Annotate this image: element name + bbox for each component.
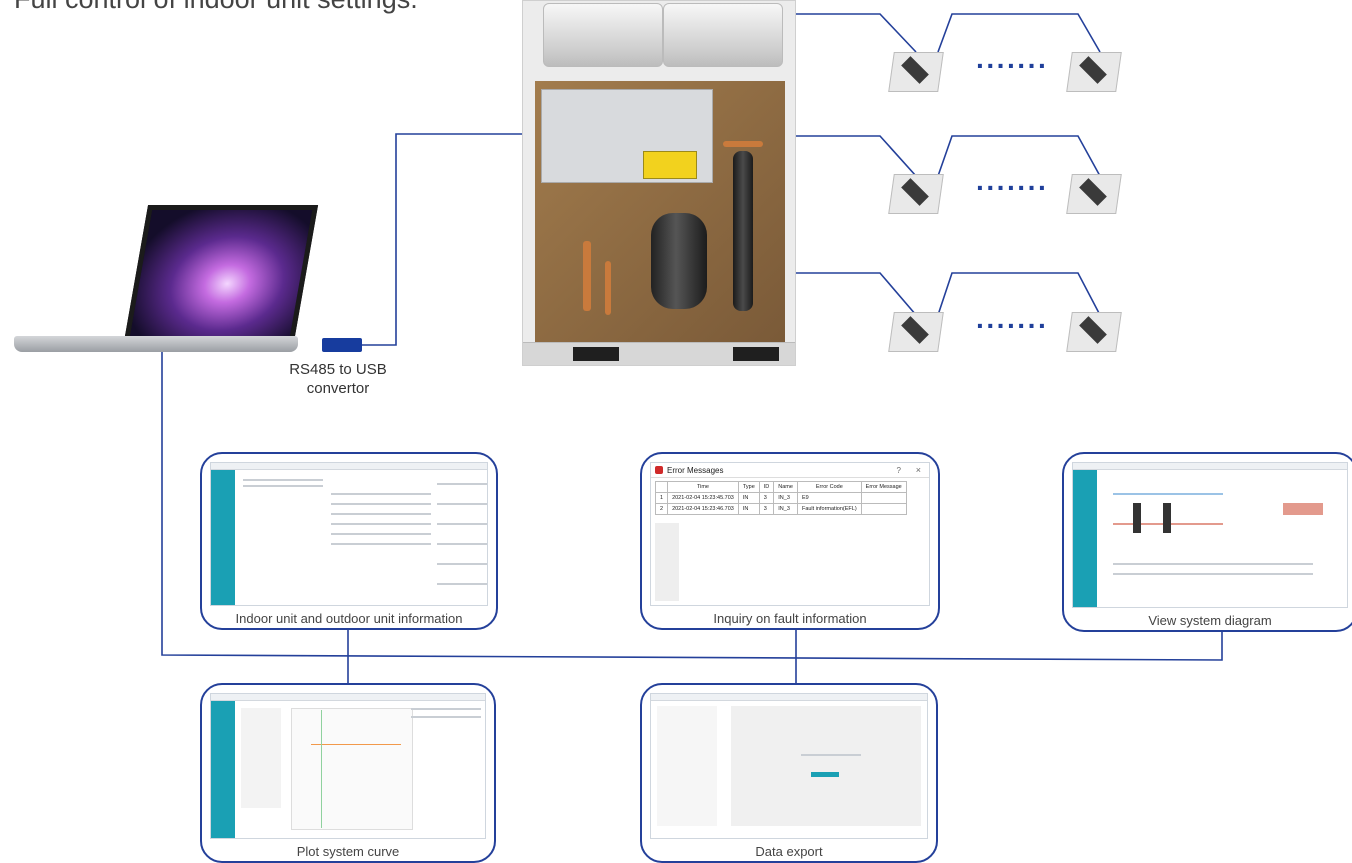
ellipsis-dots: ······· [976, 310, 1049, 341]
laptop-base [14, 336, 298, 352]
card-unit-info: Indoor unit and outdoor unit information [200, 452, 498, 630]
card-caption: Data export [755, 844, 823, 859]
base-slot [573, 347, 619, 361]
screenshot-plot-curve [210, 693, 486, 839]
indoor-cassette-unit [888, 308, 944, 354]
warning-label [643, 151, 697, 179]
card-data-export: Data export [640, 683, 938, 863]
pipe [605, 261, 611, 315]
table-cell: IN_3 [773, 503, 798, 515]
table-row[interactable]: 2 2021-02-04 15:23:46.703 IN 3 IN_3 Faul… [654, 503, 907, 515]
table-cell: 1 [654, 492, 669, 504]
page-title: Full control of indoor unit settings. [14, 0, 418, 15]
screenshot-data-export [650, 693, 928, 839]
window-title: Error Messages [667, 466, 724, 475]
ellipsis-dots: ······· [976, 172, 1049, 203]
col-header: Error Message [860, 481, 907, 493]
indoor-cassette-unit [888, 170, 944, 216]
card-caption: Inquiry on fault information [713, 611, 867, 626]
side-pane [655, 523, 679, 601]
laptop-screen [123, 205, 319, 342]
table-cell: Fault information(EFL) [796, 503, 862, 515]
card-plot-curve: Plot system curve [200, 683, 496, 863]
table-cell [860, 503, 907, 515]
table-cell: IN [737, 492, 760, 504]
base-slot [733, 347, 779, 361]
fan-left [543, 3, 663, 67]
error-messages-window: Error Messages ? × Time Type ID Name Err… [650, 462, 930, 606]
card-fault-info: Error Messages ? × Time Type ID Name Err… [640, 452, 940, 630]
col-header: ID [758, 481, 775, 493]
card-caption: Plot system curve [296, 844, 400, 859]
table-cell: 2 [654, 503, 669, 515]
col-header: Time [667, 481, 739, 493]
table-cell [860, 492, 907, 504]
converter-label: RS485 to USB convertor [278, 360, 398, 398]
screenshot-unit-info [210, 462, 488, 606]
pipe [723, 141, 763, 147]
card-system-diagram: View system diagram [1062, 452, 1352, 632]
indoor-cassette-unit [1066, 170, 1122, 216]
error-icon [655, 466, 663, 474]
indoor-cassette-unit [1066, 48, 1122, 94]
table-cell: 3 [758, 503, 775, 515]
card-caption: View system diagram [1148, 613, 1272, 628]
table-cell: 2021-02-04 15:23:46.703 [667, 503, 739, 515]
fan-right [663, 3, 783, 67]
outdoor-unit-image [522, 0, 796, 366]
screenshot-system-diagram [1072, 462, 1348, 608]
card-caption: Indoor unit and outdoor unit information [235, 611, 463, 626]
compressor [651, 213, 707, 309]
col-header: Name [773, 481, 798, 493]
table-row[interactable]: 1 2021-02-04 15:23:45.703 IN 3 IN_3 E9 [654, 492, 907, 504]
accumulator [733, 151, 753, 311]
converter-label-line1: RS485 to USB [289, 361, 387, 378]
converter-label-line2: convertor [306, 380, 370, 397]
indoor-cassette-unit [1066, 308, 1122, 354]
col-header: Error Code [796, 481, 862, 493]
col-header: Type [737, 481, 760, 493]
table-cell: E9 [796, 492, 862, 504]
indoor-cassette-unit [888, 48, 944, 94]
usb-converter-icon [322, 338, 362, 352]
close-button[interactable]: × [915, 465, 921, 475]
ellipsis-dots: ······· [976, 50, 1049, 81]
pipe [583, 241, 591, 311]
table-cell: 3 [758, 492, 775, 504]
help-button[interactable]: ? [896, 466, 901, 475]
table-cell: IN_3 [773, 492, 798, 504]
table-cell: 2021-02-04 15:23:45.703 [667, 492, 739, 504]
col-header [654, 481, 669, 493]
error-table: Time Type ID Name Error Code Error Messa… [654, 481, 907, 515]
table-cell: IN [737, 503, 760, 515]
